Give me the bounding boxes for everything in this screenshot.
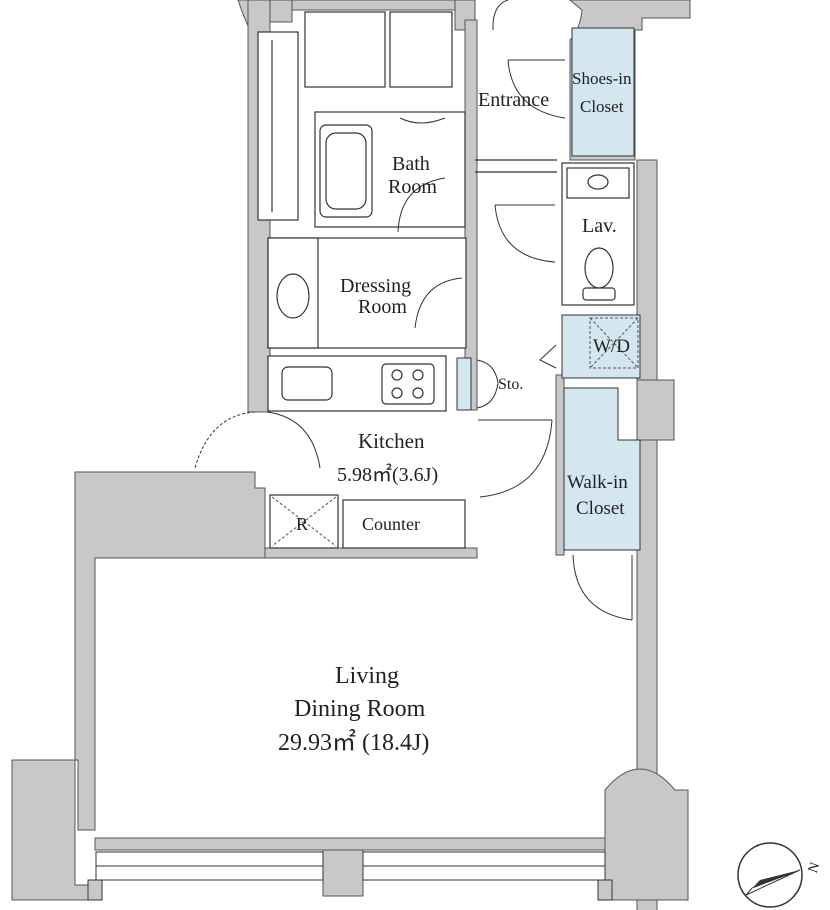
windows bbox=[87, 851, 613, 901]
label-storage: Sto. bbox=[498, 376, 523, 393]
wall-column-bottom-right bbox=[604, 768, 689, 901]
label-kitchen: Kitchen bbox=[358, 429, 425, 453]
lav-sink-bowl bbox=[587, 174, 609, 190]
label-living-area: 29.93㎡ (18.4J) bbox=[278, 729, 429, 756]
compass-needle-tail bbox=[745, 869, 801, 896]
door-wd bbox=[539, 344, 557, 369]
door-sto bbox=[476, 359, 499, 409]
burner-2 bbox=[412, 369, 424, 381]
door-kitchen-corridor bbox=[479, 419, 553, 498]
wall-bottom-pillar bbox=[322, 849, 364, 897]
wall-kitchen-bottom bbox=[264, 547, 478, 559]
wall-walkin-left bbox=[555, 374, 565, 556]
label-living-2: Dining Room bbox=[294, 696, 426, 722]
refrigerator-symbol bbox=[271, 496, 337, 547]
wall-bottom bbox=[94, 837, 606, 851]
label-dressing-2: Room bbox=[358, 296, 407, 318]
left-closet bbox=[257, 31, 299, 221]
label-counter: Counter bbox=[362, 514, 420, 534]
label-lav: Lav. bbox=[582, 215, 617, 237]
bathtub-inner bbox=[325, 132, 367, 210]
wall-top-strip bbox=[291, 0, 473, 11]
wall-service-mid bbox=[464, 19, 478, 411]
label-walkin-1: Walk-in bbox=[567, 472, 628, 493]
burner-4 bbox=[412, 387, 424, 399]
label-living-1: Living bbox=[335, 663, 399, 689]
label-shoes-closet-1: Shoes-in bbox=[572, 69, 632, 88]
labels: Entrance Shoes-in Closet Bath Room Lav. … bbox=[278, 69, 632, 756]
interior-lines bbox=[257, 11, 635, 549]
door-swings bbox=[194, 0, 633, 621]
door-entrance-top bbox=[492, 0, 509, 31]
door-entrance bbox=[507, 59, 566, 119]
door-walkin bbox=[572, 554, 633, 621]
toilet-bowl bbox=[584, 247, 614, 289]
door-kitchen-left bbox=[194, 411, 256, 469]
label-walkin-2: Closet bbox=[576, 498, 625, 519]
top-cabinet-right bbox=[389, 11, 453, 88]
label-entrance: Entrance bbox=[478, 89, 549, 111]
wd-symbol bbox=[589, 317, 639, 369]
door-kitchen-right bbox=[266, 411, 321, 469]
door-dressing bbox=[414, 277, 463, 329]
label-wd: W/D bbox=[593, 336, 630, 357]
door-bath-top bbox=[399, 117, 446, 124]
label-dressing-1: Dressing bbox=[340, 275, 411, 297]
stove bbox=[381, 363, 435, 405]
wall-top-block bbox=[269, 0, 293, 23]
label-kitchen-area: 5.98㎡(3.6J) bbox=[337, 462, 438, 486]
label-bath-1: Bath bbox=[392, 153, 430, 175]
label-refrigerator: R bbox=[296, 514, 308, 534]
sink bbox=[281, 366, 333, 401]
compass-circle bbox=[737, 842, 803, 908]
shoes-closet-fill bbox=[571, 27, 635, 157]
top-cabinet-left bbox=[304, 11, 386, 88]
label-bath-2: Room bbox=[388, 176, 437, 198]
door-bath bbox=[397, 177, 446, 233]
label-shoes-closet-2: Closet bbox=[580, 97, 624, 116]
compass: N bbox=[737, 842, 824, 908]
toilet-tank bbox=[582, 287, 616, 301]
storage-fill bbox=[456, 357, 472, 411]
burner-3 bbox=[391, 387, 403, 399]
wall-right-bump bbox=[636, 379, 675, 441]
washbasin bbox=[276, 273, 310, 319]
walkin-closet-fill bbox=[563, 387, 641, 551]
door-lav bbox=[494, 204, 556, 263]
counter-box bbox=[342, 499, 466, 549]
burner-1 bbox=[391, 369, 403, 381]
compass-north-label: N bbox=[806, 861, 824, 876]
